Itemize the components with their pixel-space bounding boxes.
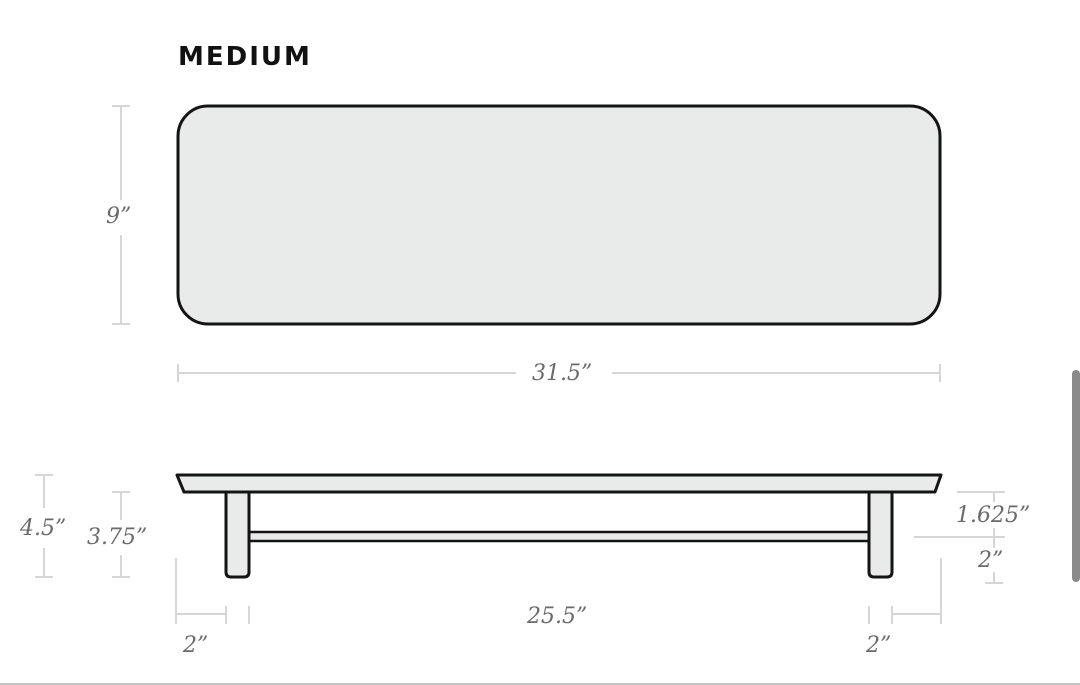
width-dimension	[177, 364, 941, 382]
depth-label: 9”	[106, 204, 132, 229]
left-overhang-label: 2”	[183, 633, 209, 658]
top-view	[112, 104, 942, 382]
front-view	[35, 473, 1005, 624]
right-leg	[867, 490, 894, 579]
leg-height-label: 3.75”	[87, 525, 148, 550]
leg-span-label: 25.5”	[527, 604, 588, 629]
total-height-label: 4.5”	[20, 516, 67, 541]
stretcher	[247, 530, 871, 543]
top-thickness-label: 1.625”	[956, 503, 1031, 528]
left-leg	[224, 490, 251, 579]
size-title: MEDIUM	[178, 42, 312, 72]
shelf-top-outline	[176, 104, 942, 326]
vertical-scrollbar[interactable]	[1072, 370, 1080, 582]
stretcher-height-label: 2”	[978, 548, 1004, 573]
shelf-board	[175, 473, 943, 494]
bottom-divider	[0, 683, 1080, 685]
front-dimension-lines	[35, 474, 1005, 624]
depth-dimension	[112, 105, 130, 325]
right-overhang-label: 2”	[866, 633, 892, 658]
width-label: 31.5”	[532, 361, 593, 386]
